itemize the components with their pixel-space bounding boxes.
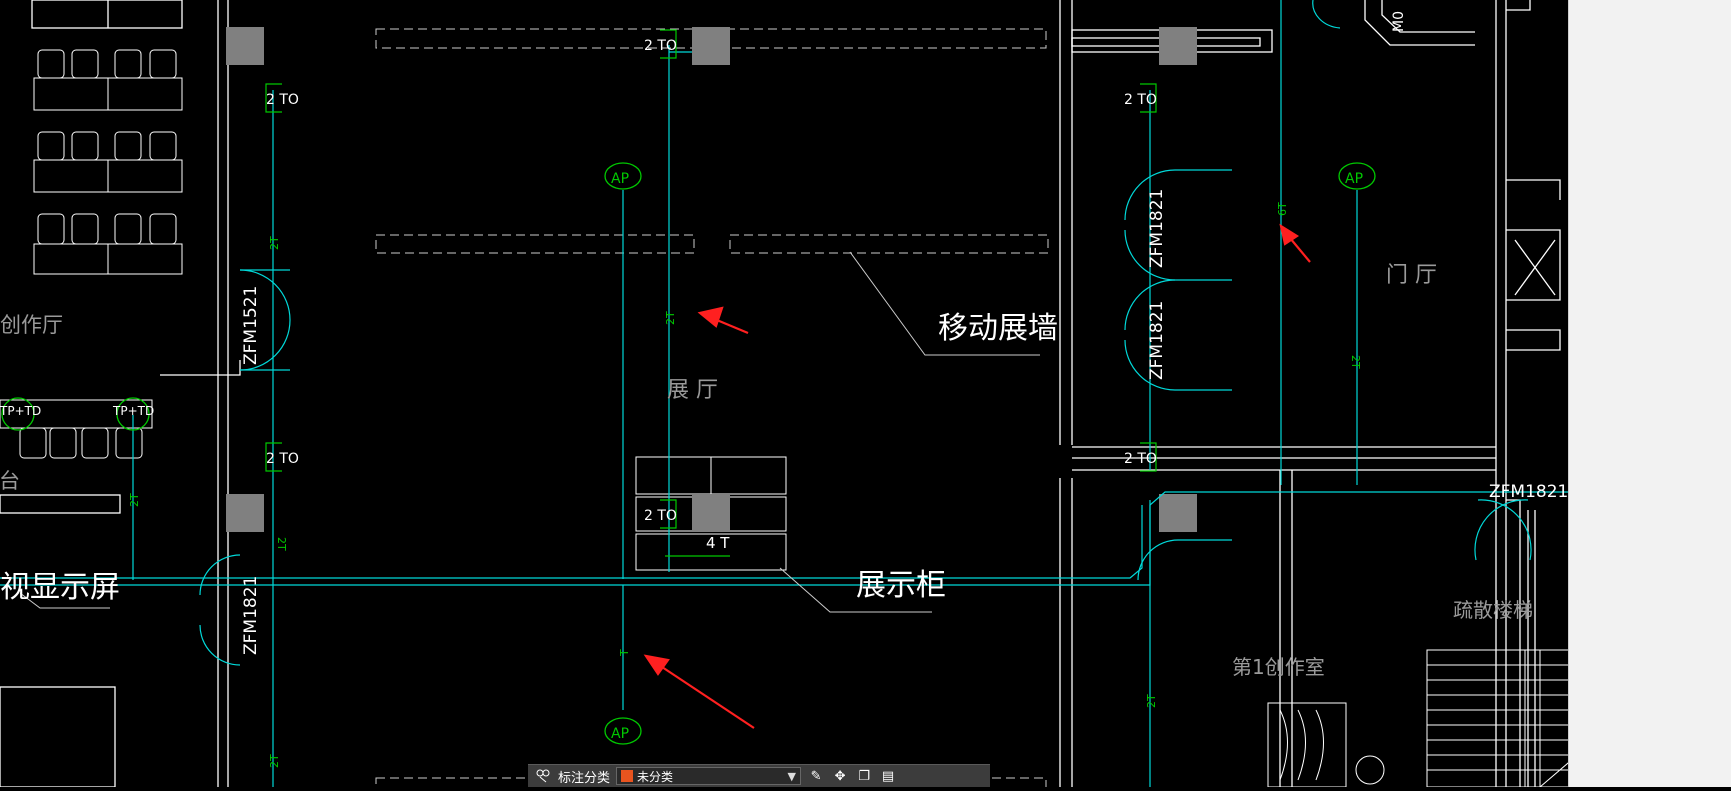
cad-drawing-canvas[interactable]: 2 TO 2 TO 2 TO 2 TO 2 TO 2 TO 4 T AP AP … [0, 0, 1661, 791]
desk-furniture [1267, 702, 1385, 788]
category-dropdown[interactable]: 未分类 ▼ [616, 767, 802, 785]
label-2t-left-mid: 2T [275, 537, 288, 551]
callout-mobile-wall: 移动展墙 [938, 311, 1058, 346]
room-lobby: 门 厅 [1386, 263, 1437, 288]
label-door-zfm1821-corridor: ZFM1821 [1489, 482, 1568, 502]
pen-edit-icon[interactable]: ✎ [810, 768, 822, 784]
to-brackets [265, 29, 1157, 557]
label-to-mid-right: 2 TO [1124, 451, 1157, 467]
label-to-top-left: 2 TO [266, 92, 299, 108]
annotation-toolbar: 标注分类 未分类 ▼ ✎ ✥ ❐ ▤ [528, 764, 990, 787]
seats [0, 49, 183, 459]
label-1t-bottom: T [618, 649, 631, 657]
mobile-display-walls [375, 28, 1049, 791]
red-arrows [643, 223, 1311, 729]
toolbar-label: 标注分类 [558, 770, 611, 786]
label-2t-left-top: 2T [268, 236, 281, 250]
callout-display-case: 展示柜 [856, 568, 946, 603]
label-to-cabinet: 2 TO [644, 508, 677, 524]
label-2t-far-left: 2T [128, 493, 141, 507]
leader-lines [19, 251, 1040, 613]
room-creation-hall: 创作厅 [0, 313, 63, 337]
room-creation-1: 第1创作室 [1232, 655, 1325, 679]
walls [0, 0, 1561, 788]
label-to-mid-left: 2 TO [266, 451, 299, 467]
label-6t-lobby: 6T [1276, 202, 1289, 216]
move-icon[interactable]: ✥ [834, 768, 846, 784]
paste-icon[interactable]: ▤ [881, 768, 895, 784]
label-door-zfm1821-mid-top: ZFM1821 [1147, 189, 1167, 268]
copy-icon[interactable]: ❐ [858, 768, 870, 784]
callout-video-screen: 电视显示屏 [0, 570, 120, 605]
label-door-m0: M0 [1391, 11, 1407, 32]
label-tptd-right: TP+TD [112, 404, 154, 418]
label-door-zfm1821-left: ZFM1821 [241, 576, 261, 655]
category-swatch [621, 770, 634, 782]
cad-labels: 2 TO 2 TO 2 TO 2 TO 2 TO 2 TO 4 T AP AP … [0, 11, 1606, 768]
right-side-panel [1568, 0, 1731, 787]
label-2t-lobby: 2T [1349, 355, 1362, 369]
columns [226, 27, 1661, 532]
label-2t-center: 2T [664, 311, 677, 325]
label-to-top-center: 2 TO [644, 38, 677, 54]
label-door-zfm1521: ZFM1521 [241, 286, 261, 365]
label-door-zfm1821-mid-bottom: ZFM1821 [1147, 301, 1167, 380]
floor-plan-svg: 2 TO 2 TO 2 TO 2 TO 2 TO 2 TO 4 T AP AP … [0, 0, 1661, 791]
chevron-down-icon: ▼ [787, 769, 797, 783]
category-selected: 未分类 [637, 769, 674, 784]
label-2t-left-bottom: 2T [268, 754, 281, 768]
label-ap-lobby: AP [1345, 171, 1363, 187]
label-ap-bottom: AP [611, 726, 629, 742]
label-4t: 4 T [706, 534, 730, 552]
label-tptd-left: TP+TD [0, 404, 41, 418]
ap-markers [1, 162, 1376, 745]
room-exhibition-hall: 展 厅 [667, 378, 718, 403]
cables [0, 0, 1620, 787]
stairs [1426, 649, 1640, 788]
doors [199, 0, 1532, 666]
room-seat-partial: 席台 [0, 469, 20, 493]
label-to-top-right: 2 TO [1124, 92, 1157, 108]
room-stairs: 疏散楼梯 [1453, 598, 1533, 622]
label-2t-corridor: 2T [1145, 694, 1158, 708]
tag-icon[interactable] [534, 767, 552, 785]
label-ap-center: AP [611, 171, 629, 187]
